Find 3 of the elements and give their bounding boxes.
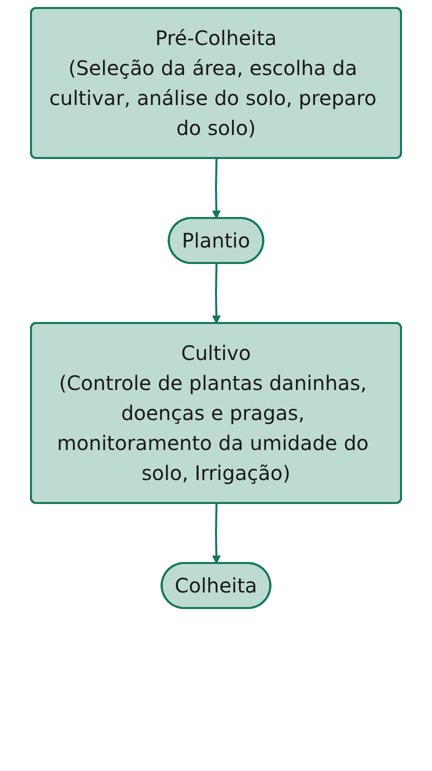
arrow bbox=[212, 158, 221, 219]
arrow bbox=[212, 503, 221, 564]
arrow bbox=[212, 263, 221, 324]
